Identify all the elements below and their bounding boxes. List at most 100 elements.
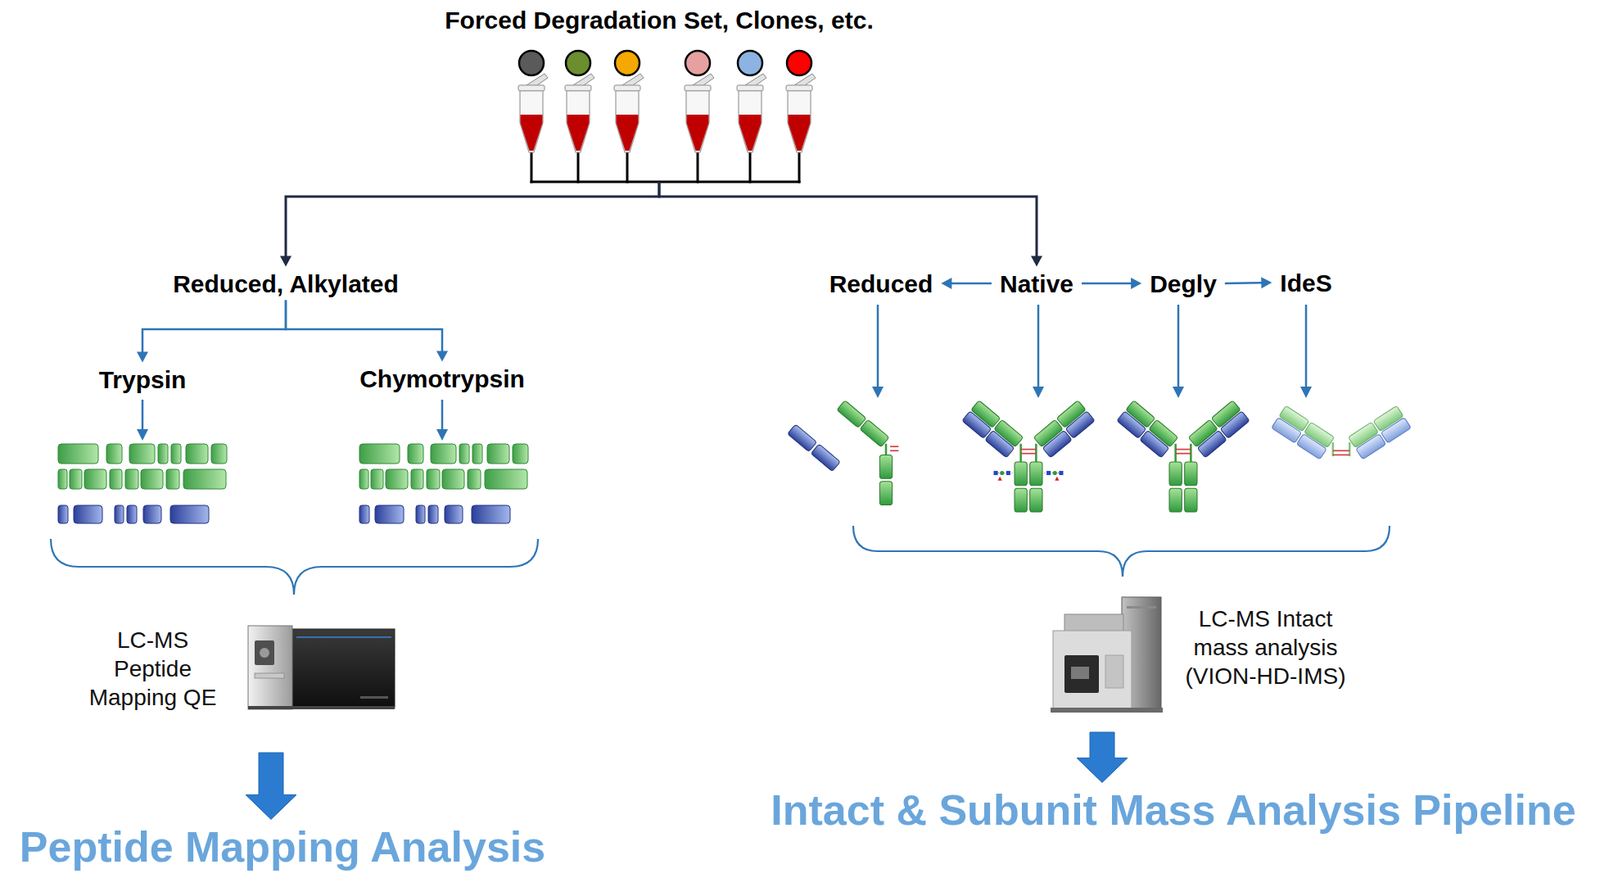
antibody-reduced: [810, 443, 841, 472]
antibody-ides-fragment: [1332, 442, 1335, 457]
connector-line: [142, 300, 286, 354]
pointer-arrows: [872, 386, 884, 398]
state-text: Reduced: [829, 270, 934, 298]
tube-stems: [749, 152, 752, 182]
antibody-reduced: [879, 454, 892, 479]
peptide-illustration: [58, 443, 529, 524]
enzyme-label: Chymotrypsin: [351, 361, 534, 396]
orbitrap-instrument: [248, 625, 293, 710]
arrow-head: [1030, 256, 1043, 267]
antibody-reduced: [859, 419, 890, 448]
pointer-arrows: [1032, 386, 1045, 398]
vion-instrument: [1053, 630, 1132, 710]
state-text: Degly: [1149, 270, 1217, 298]
orbitrap-instrument: [254, 640, 275, 665]
sample-tubes: [786, 73, 816, 153]
antibody-native: [1014, 443, 1043, 512]
connector-line: [285, 181, 660, 258]
antibody-reduced: [879, 481, 892, 506]
orbitrap-instrument: [296, 636, 392, 638]
sample-dots: [685, 50, 710, 76]
state-label: Degly: [1141, 266, 1225, 301]
antibody-ides-fragment: [1333, 449, 1350, 452]
antibody-deglycosylated: [1169, 443, 1198, 512]
antibody-native: [1044, 470, 1064, 481]
state-label: Reduced: [821, 266, 942, 301]
instrument-text: LC-MS Intact mass analysis (VION-HD-IMS): [1181, 604, 1350, 691]
connector-arrow: [940, 277, 992, 290]
antibody-deglycosylated: [1116, 400, 1250, 512]
sample-tubes: [614, 73, 644, 153]
antibody-ides-fragment: [1348, 442, 1352, 457]
antibody-reduced: [836, 400, 890, 448]
instrument-block: LC-MS Intact mass analysis (VION-HD-IMS): [1044, 593, 1388, 729]
antibody-native: [1033, 400, 1095, 458]
block-arrow: [1076, 732, 1128, 782]
state-label: Native: [991, 266, 1082, 301]
arrow-head: [136, 352, 149, 363]
arrow-head: [1261, 276, 1272, 289]
arrow-head: [280, 256, 292, 267]
connector-arrow: [245, 752, 297, 819]
antibody-reduced: [836, 400, 867, 429]
enzyme-text: Trypsin: [99, 366, 187, 394]
pointer-arrows: [136, 429, 149, 441]
state-text: Native: [999, 270, 1074, 298]
orbitrap-instrument: [360, 696, 389, 699]
pointer-arrows: [1037, 304, 1040, 389]
tube-stems: [577, 152, 580, 182]
connector-line: [659, 181, 1037, 258]
tube-stems: [531, 152, 800, 182]
tube-stems: [530, 152, 534, 182]
step-text: Reduced, Alkylated: [172, 270, 399, 298]
output-text: Peptide Mapping Analysis: [19, 823, 546, 871]
enzyme-text: Chymotrypsin: [359, 365, 525, 393]
connector-arrow: [1081, 277, 1142, 290]
pointer-arrows: [436, 429, 448, 441]
pointer-arrows: [1305, 304, 1308, 389]
output-heading: Peptide Mapping Analysis: [13, 822, 552, 873]
arrow-head: [436, 351, 448, 362]
antibody-ides-fragment: [1333, 454, 1350, 457]
antibody-reduced: [890, 449, 899, 452]
step-label: Reduced, Alkylated: [164, 266, 407, 301]
state-label: IdeS: [1271, 266, 1340, 300]
antibody-ides-fragment: [1271, 405, 1412, 460]
orbitrap-instrument: [290, 628, 395, 708]
group-heading: Forced Degradation Set, Clones, etc.: [425, 6, 893, 34]
sample-dots: [519, 50, 544, 76]
grouping-brace: [853, 525, 1390, 577]
antibody-deglycosylated: [1188, 400, 1250, 458]
output-heading: Intact & Subunit Mass Analysis Pipeline: [763, 785, 1582, 836]
pointer-arrows: [876, 304, 880, 389]
connector-arrow: [659, 181, 1043, 267]
arrow-head: [1130, 277, 1142, 290]
tube-stems: [531, 180, 800, 184]
antibody-reduced: [787, 424, 818, 452]
pointer-arrows: [441, 399, 444, 431]
connector-line: [1081, 282, 1133, 285]
sample-dots: [737, 50, 763, 76]
antibody-ides-fragment: [1271, 405, 1335, 460]
sample-dots: [614, 50, 640, 76]
sample-dots: [565, 50, 591, 76]
pointer-arrows: [1300, 386, 1312, 398]
orbitrap-instrument: [254, 673, 285, 678]
connector-arrow: [1224, 276, 1272, 289]
sample-group: Forced Degradation Set, Clones, etc.: [425, 3, 893, 182]
vion-instrument: [1050, 707, 1163, 713]
connector-line: [1224, 281, 1263, 285]
sample-dots: [786, 50, 812, 76]
enzyme-label: Trypsin: [90, 362, 195, 397]
antibody-reduced: [787, 424, 841, 472]
orbitrap-instrument: [259, 647, 270, 658]
antibody-deglycosylated: [1116, 400, 1179, 458]
peptide-illustration: [359, 443, 529, 524]
connector-arrow: [1076, 732, 1128, 782]
connector-arrow: [285, 300, 448, 362]
sample-tubes: [518, 73, 548, 153]
grouping-brace: [50, 525, 1390, 595]
